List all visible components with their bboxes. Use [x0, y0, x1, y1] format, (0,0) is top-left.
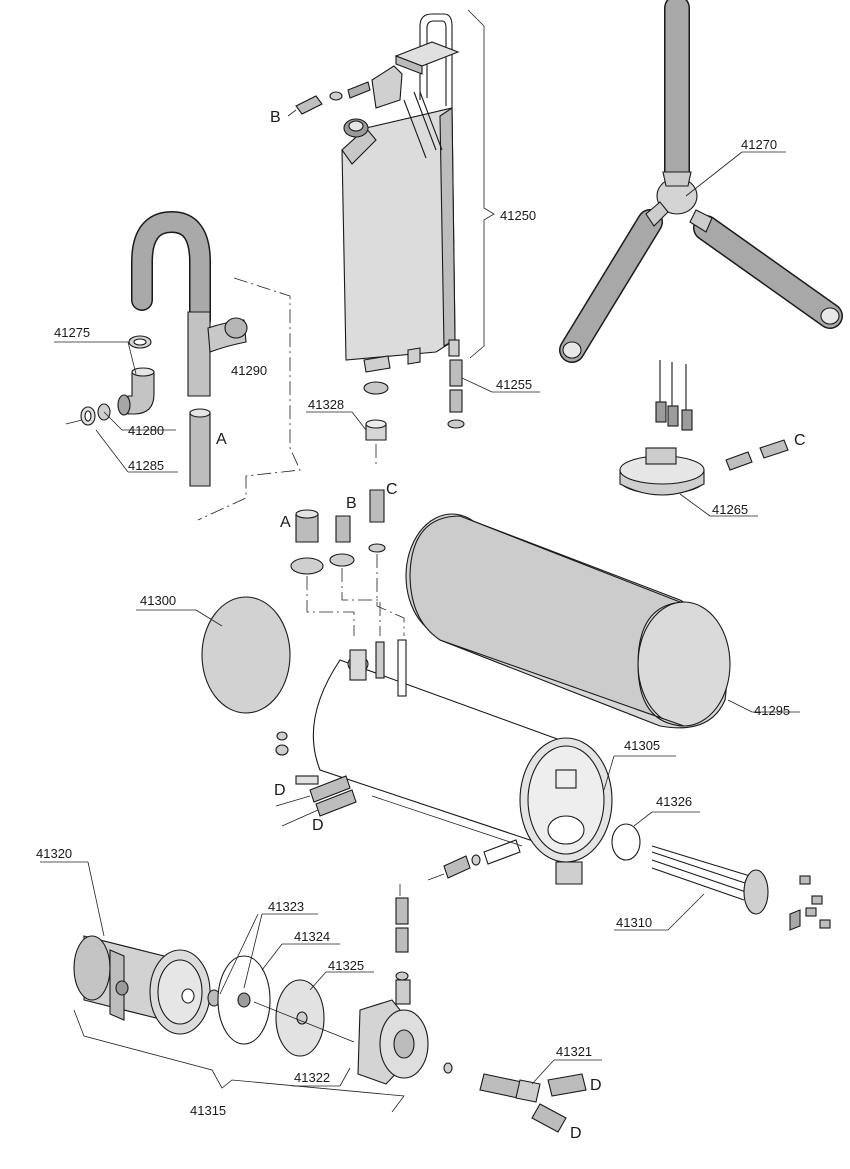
connector-hose-b-top [295, 81, 371, 115]
link-hose-middle [443, 839, 521, 879]
impeller-41325-part [275, 979, 325, 1057]
letter-c-right: C [794, 432, 806, 449]
letter-d-pump-2: D [570, 1125, 582, 1142]
connection-hoses-abc [290, 489, 386, 575]
letter-b-middle: B [346, 495, 357, 512]
label-41324: 41324 [294, 929, 330, 944]
connection-letter-labels: B A A B C C D D D D [216, 109, 806, 1142]
connector-hoses-d-tank [275, 731, 357, 817]
elbow-fittings-part [80, 335, 155, 426]
label-41323: 41323 [268, 899, 304, 914]
inner-tank-41305-part [312, 639, 613, 885]
label-41300: 41300 [140, 593, 176, 608]
label-41305: 41305 [624, 738, 660, 753]
letter-d-tank-1: D [274, 782, 286, 799]
label-41290: 41290 [231, 363, 267, 378]
water-tank-part [341, 13, 460, 373]
pump-motor-41320-part [73, 935, 211, 1035]
label-41265: 41265 [712, 502, 748, 517]
label-41255: 41255 [496, 377, 532, 392]
letter-c-middle: C [386, 481, 398, 498]
label-41285: 41285 [128, 458, 164, 473]
label-41325: 41325 [328, 958, 364, 973]
letter-b-top: B [270, 109, 281, 126]
insulation-shell-41295-part [405, 513, 731, 729]
label-41250: 41250 [500, 208, 536, 223]
letter-a-middle: A [280, 514, 291, 531]
disc-41300-part [201, 596, 291, 714]
letter-d-pump-1: D [590, 1077, 602, 1094]
y-pipe-part [559, 0, 843, 363]
label-41275: 41275 [54, 325, 90, 340]
gasket-41324-part [217, 955, 271, 1045]
label-41295: 41295 [754, 703, 790, 718]
label-41320: 41320 [36, 846, 72, 861]
coupling-41328-part [363, 381, 389, 441]
label-41270: 41270 [741, 137, 777, 152]
pump-housing-41322-part [357, 897, 429, 1085]
label-41328: 41328 [308, 397, 344, 412]
label-41321: 41321 [556, 1044, 592, 1059]
o-ring-41326-part [611, 823, 641, 861]
y-connector-41321-part [443, 1062, 587, 1133]
drain-hose-41255-part [447, 359, 465, 429]
label-41315: 41315 [190, 1103, 226, 1118]
terminal-block-41265-part [619, 360, 789, 496]
heating-element-41310-part [651, 845, 831, 931]
gooseneck-hose-part [131, 210, 248, 487]
label-41322: 41322 [294, 1070, 330, 1085]
label-41280: 41280 [128, 423, 164, 438]
letter-d-tank-2: D [312, 817, 324, 834]
letter-a-left: A [216, 431, 227, 448]
label-41310: 41310 [616, 915, 652, 930]
label-41326: 41326 [656, 794, 692, 809]
part-labels: 41250 41270 41275 41290 41280 41285 4132… [36, 137, 790, 1118]
